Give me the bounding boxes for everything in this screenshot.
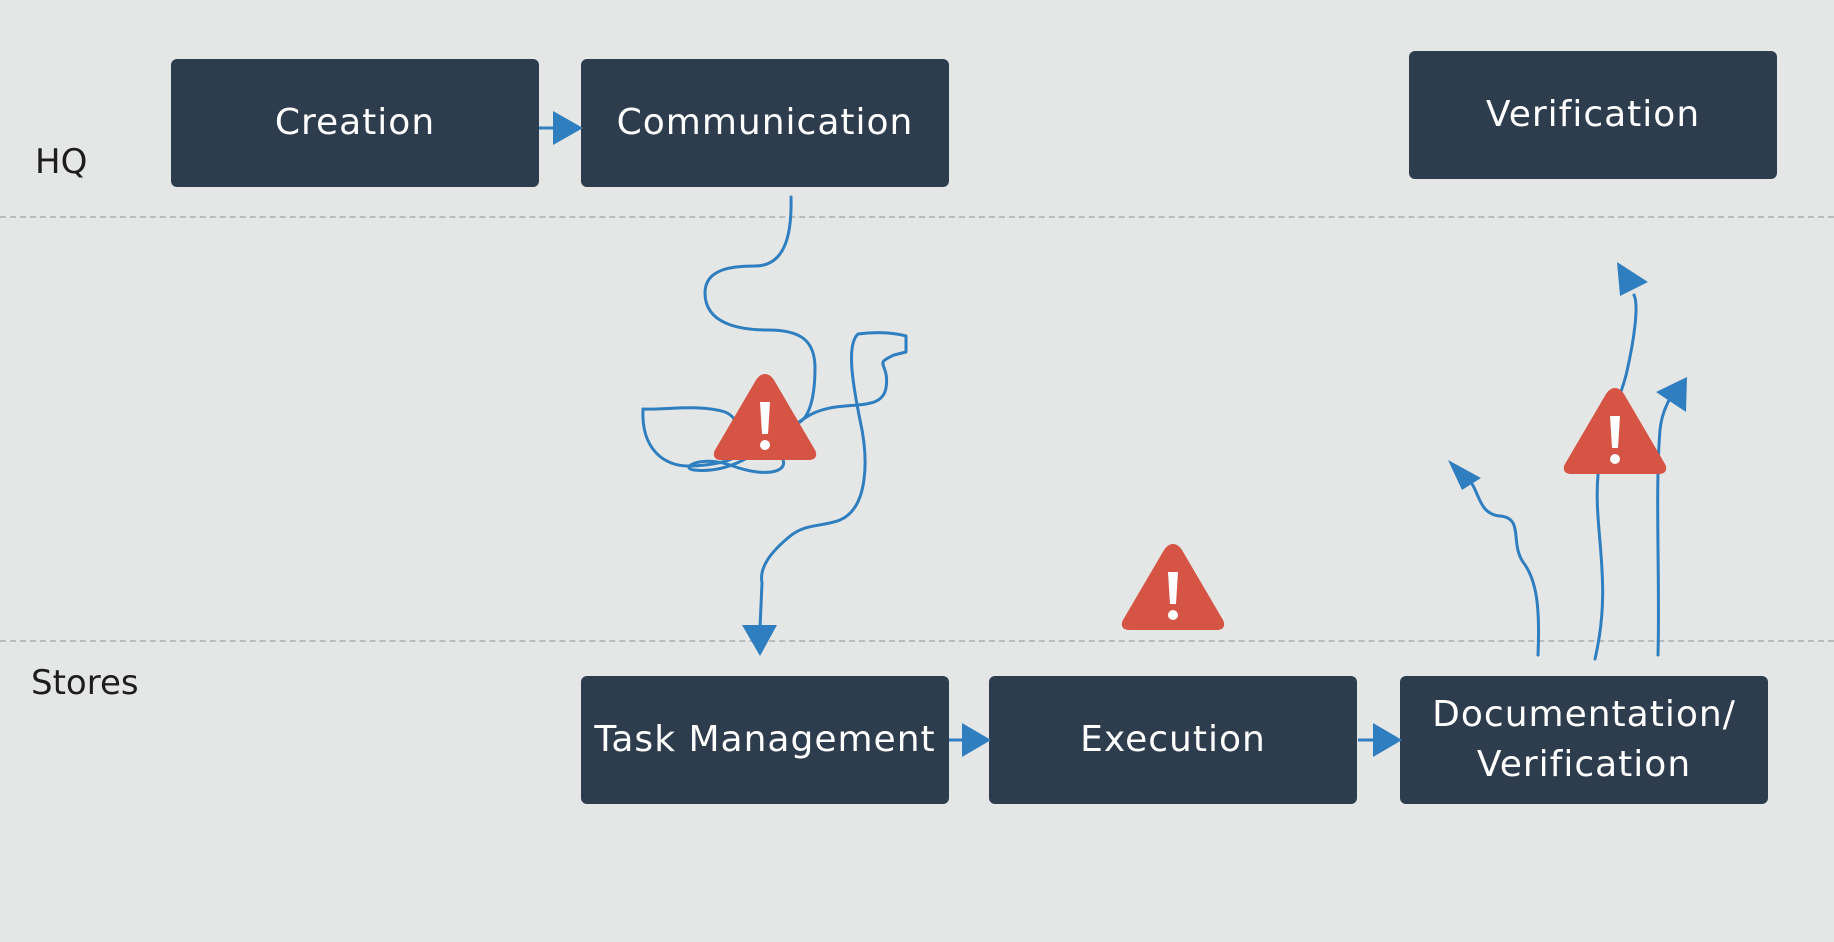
lane-divider-bottom	[0, 640, 1834, 642]
arrowhead-icon	[1373, 723, 1402, 757]
arrowhead-icon	[1617, 262, 1648, 296]
step-verification: Verification	[1409, 51, 1777, 179]
connector-task-execution	[949, 723, 991, 757]
lane-label-stores: Stores	[31, 663, 139, 703]
arrowhead-icon	[962, 723, 991, 757]
step-communication: Communication	[581, 59, 949, 187]
arrowhead-icon	[742, 625, 777, 656]
scattered-verification-flows	[1465, 293, 1674, 661]
step-execution: Execution	[989, 676, 1357, 804]
arrowhead-icon	[1656, 377, 1687, 412]
lane-label-hq: HQ	[35, 142, 88, 182]
step-creation: Creation	[171, 59, 539, 187]
connector-execution-documentation	[1358, 723, 1402, 757]
lane-divider-top	[0, 216, 1834, 218]
arrowhead-icon	[553, 111, 583, 145]
arrowhead-icon	[1448, 460, 1481, 490]
step-documentation-verification: Documentation/ Verification	[1400, 676, 1768, 804]
step-task-management: Task Management	[581, 676, 949, 804]
warning-triangle-icon	[713, 374, 817, 460]
warning-triangle-icon	[1563, 388, 1667, 474]
warning-triangle-icon	[1121, 544, 1225, 630]
connector-creation-communication	[539, 111, 583, 145]
